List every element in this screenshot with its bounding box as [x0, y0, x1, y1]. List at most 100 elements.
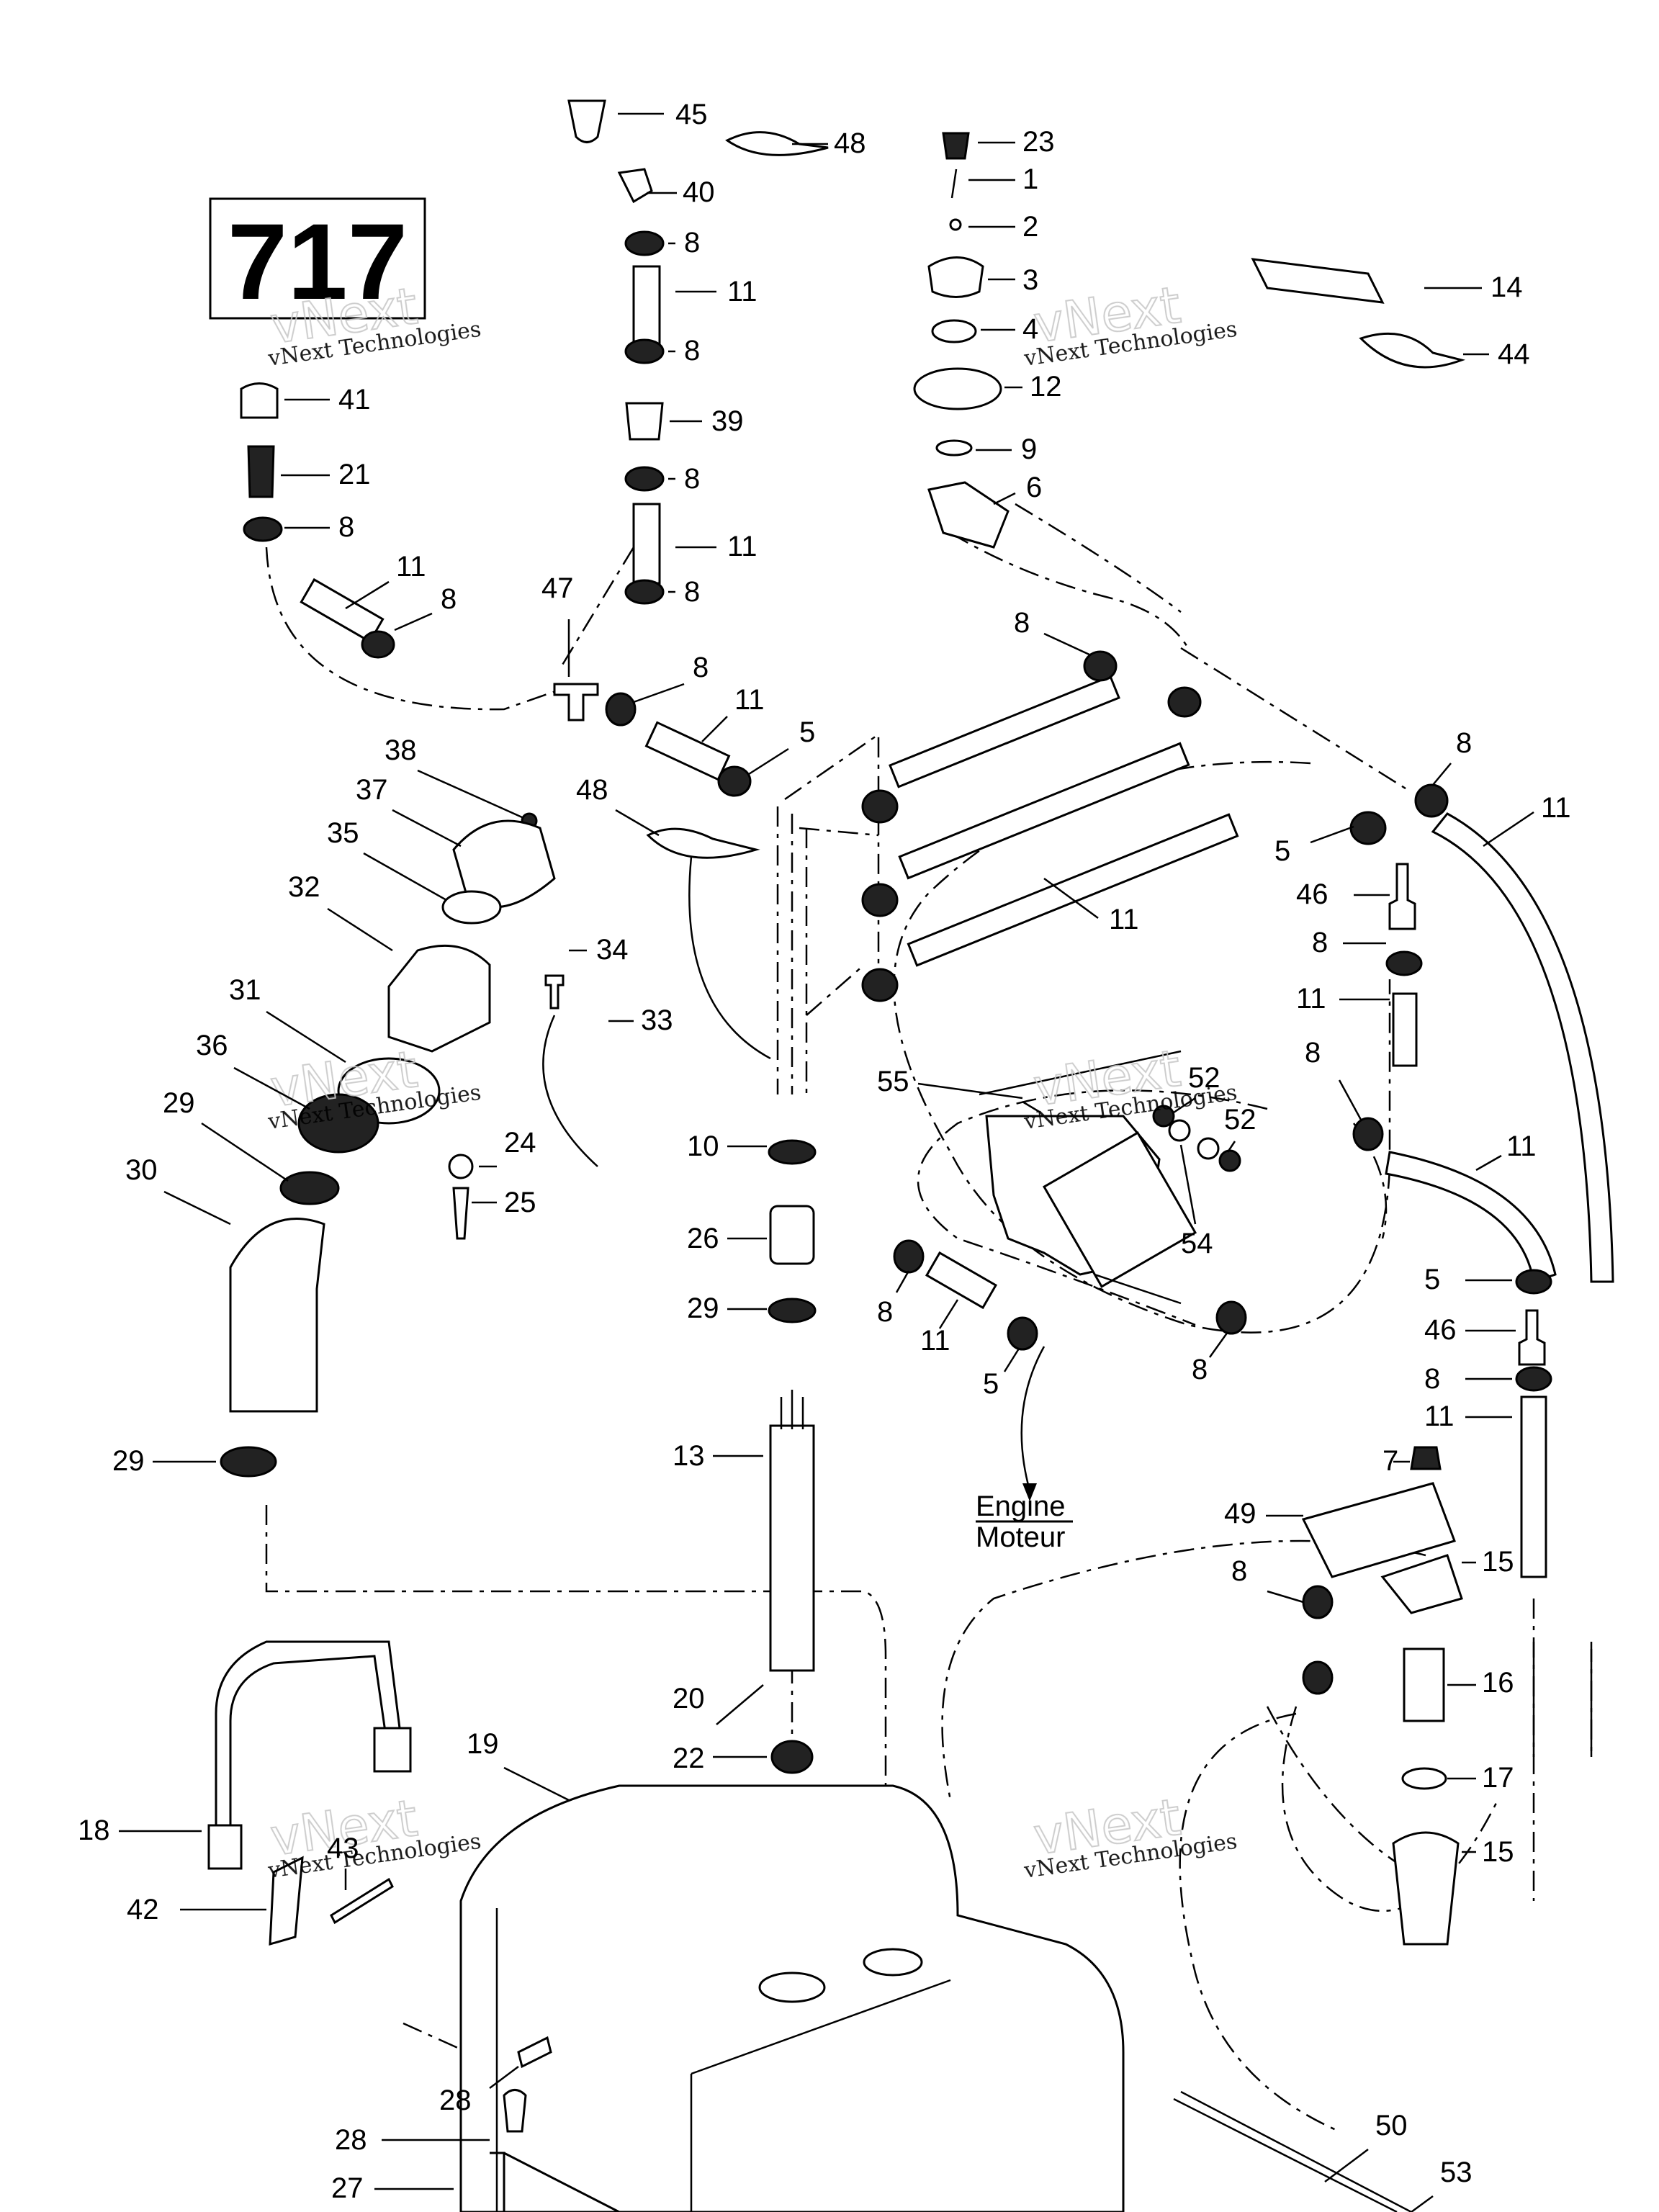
callout-6: 6 — [993, 472, 1042, 505]
callout-43: 43 — [327, 1833, 359, 1890]
callout-number: 8 — [684, 335, 700, 367]
callout-number: 8 — [693, 652, 709, 683]
callout-number: 47 — [541, 572, 574, 604]
callout-54: 54 — [1179, 1144, 1213, 1259]
callout-leader-line — [1043, 632, 1092, 657]
callout-37: 37 — [356, 774, 462, 848]
callout-42: 42 — [127, 1894, 266, 1925]
callout-number: 46 — [1296, 878, 1328, 910]
callout-leader-line — [503, 1766, 570, 1802]
callout-11: 11 — [701, 684, 765, 742]
part-19-tank-port — [863, 1948, 923, 1977]
callout-number: 41 — [338, 384, 371, 415]
part-29-clamp — [279, 1171, 340, 1205]
callout-number: 54 — [1181, 1228, 1213, 1259]
part-48-tie-wrap — [725, 131, 829, 156]
callout-number: 13 — [673, 1440, 705, 1472]
callout-number: 45 — [675, 99, 708, 130]
part-43-rivet — [330, 1877, 394, 1925]
part-5-clamp — [861, 968, 899, 1002]
part-8-clamp — [1215, 1300, 1247, 1335]
part-11-hose — [889, 675, 1120, 788]
part-8-clamp — [243, 516, 283, 542]
callout-number: 29 — [163, 1087, 195, 1119]
part-18-strap-buckle — [207, 1824, 243, 1870]
part-8-clamp — [1302, 1585, 1334, 1619]
callout-8: 8 — [633, 652, 709, 703]
part-pump-cover — [1042, 1131, 1197, 1288]
callout-number: 8 — [877, 1296, 893, 1328]
callout-number: 11 — [920, 1325, 950, 1357]
flow-arrows — [688, 856, 1593, 1757]
callout-22: 22 — [673, 1743, 767, 1774]
part-29-clamp — [220, 1446, 277, 1478]
callout-8: 8 — [1231, 1555, 1304, 1604]
callout-number: 23 — [1022, 126, 1055, 158]
figure-number: 717 — [228, 201, 408, 322]
part-30-filler-hose — [229, 1218, 325, 1413]
callout-18: 18 — [78, 1815, 202, 1846]
callout-17: 17 — [1447, 1762, 1514, 1794]
callout-leader-line — [615, 809, 660, 837]
callout-46: 46 — [1424, 1314, 1516, 1346]
part-11-hose — [907, 813, 1239, 967]
callout-8: 8 — [668, 463, 700, 495]
callout-8: 8 — [668, 335, 700, 367]
callout-leader-line — [716, 1684, 764, 1725]
callout-number: 50 — [1375, 2110, 1408, 2141]
callout-leader-line — [233, 1066, 310, 1110]
callout-1: 1 — [968, 163, 1038, 195]
callout-leader-line — [895, 1270, 910, 1293]
callout-leader-line — [748, 747, 789, 775]
callout-8: 8 — [668, 227, 700, 258]
part-10-clamp — [768, 1139, 817, 1165]
callout-leader-line — [1411, 2195, 1434, 2212]
callout-7: 7 — [1382, 1445, 1410, 1477]
part-18-strap-buckle — [373, 1727, 412, 1773]
callout-number: 8 — [338, 511, 354, 543]
callout-number: 15 — [1482, 1836, 1514, 1868]
part-9-o-ring — [935, 439, 973, 457]
callout-number: 16 — [1482, 1667, 1514, 1699]
callout-28: 28 — [335, 2124, 490, 2156]
part-5-clamp — [717, 765, 752, 797]
callout-number: 52 — [1224, 1104, 1256, 1136]
callout-10: 10 — [687, 1130, 767, 1162]
part-29-clamp — [768, 1298, 817, 1323]
part-24-washer — [448, 1154, 474, 1179]
callout-30: 30 — [125, 1154, 231, 1226]
engine-destination-label: Engine Moteur — [976, 1491, 1073, 1553]
callout-leader-line — [1483, 811, 1534, 848]
callout-number: 2 — [1022, 211, 1038, 243]
part-46-fitting — [1388, 863, 1416, 930]
callout-39: 39 — [670, 405, 744, 437]
part-5-clamp — [1349, 811, 1387, 845]
callout-31: 31 — [229, 974, 346, 1064]
callout-number: 8 — [1305, 1037, 1321, 1069]
callout-number: 11 — [1424, 1401, 1455, 1432]
callout-8: 8 — [1424, 1363, 1512, 1395]
part-8-clamp — [1515, 1366, 1552, 1392]
callout-49: 49 — [1224, 1498, 1303, 1529]
part-45-vent-cap — [567, 99, 606, 143]
callout-number: 38 — [385, 734, 417, 766]
callout-number: 44 — [1498, 338, 1530, 370]
callout-leader-line — [1324, 2149, 1369, 2182]
callout-number: 48 — [834, 127, 866, 159]
callout-19: 19 — [467, 1728, 570, 1802]
part-13-fuel-pickup — [769, 1424, 815, 1672]
callout-33: 33 — [608, 1004, 673, 1036]
callout-8: 8 — [877, 1270, 910, 1328]
part-11-hose — [898, 742, 1190, 880]
callout-48: 48 — [792, 127, 866, 159]
callout-number: 37 — [356, 774, 388, 806]
callout-35: 35 — [327, 817, 447, 902]
part-7-nut — [1410, 1446, 1442, 1470]
callout-number: 4 — [1022, 313, 1038, 345]
callout-8: 8 — [1305, 1037, 1362, 1120]
part-44-tie-wrap — [1359, 332, 1466, 369]
callout-50: 50 — [1324, 2110, 1408, 2182]
callout-8: 8 — [1192, 1331, 1229, 1385]
callout-number: 5 — [1424, 1264, 1440, 1295]
callout-leader-line — [394, 612, 433, 631]
